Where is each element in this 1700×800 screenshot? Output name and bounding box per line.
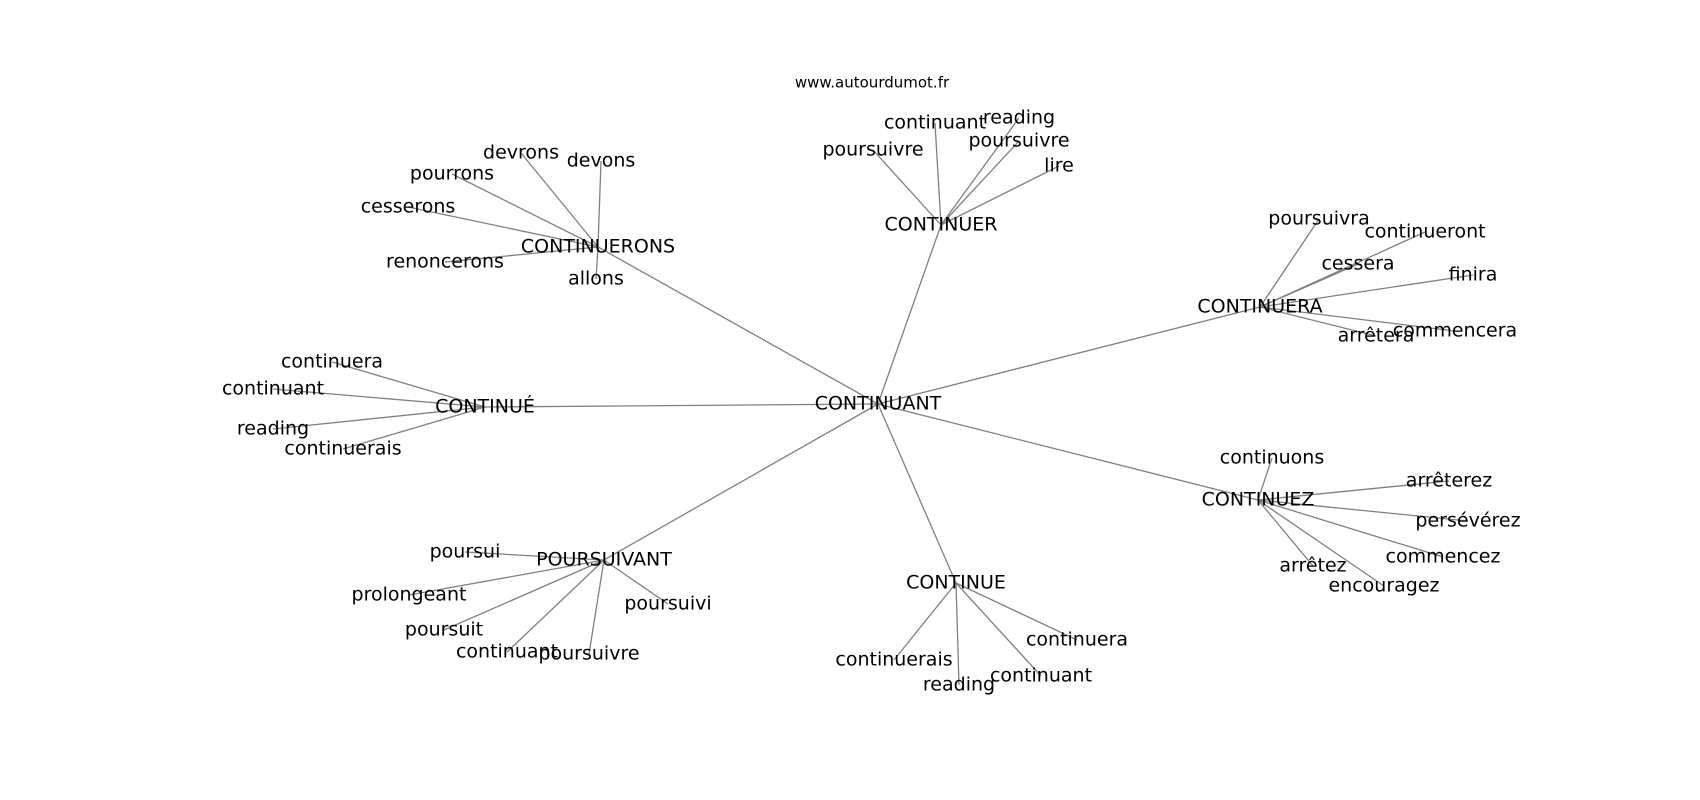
leaf-word[interactable]: reading <box>237 418 309 440</box>
hub-leaf-edge <box>940 165 1060 226</box>
center-hub-edge <box>877 403 1259 501</box>
leaf-word[interactable]: devrons <box>483 142 559 164</box>
leaf-word[interactable]: reading <box>983 107 1055 129</box>
hub-leaf-edge <box>408 559 605 596</box>
hub-leaf-edge <box>1259 218 1320 308</box>
hub-leaf-edge <box>934 122 942 226</box>
hub-leaf-edge <box>597 160 602 248</box>
hub-leaf-edge <box>955 582 1042 677</box>
leaf-word[interactable]: arrêterez <box>1406 470 1492 492</box>
hub-word[interactable]: CONTINUER <box>885 214 998 236</box>
hub-leaf-edge <box>1257 499 1444 558</box>
leaf-word[interactable]: arrêtera <box>1338 325 1415 347</box>
leaf-word[interactable]: commencez <box>1386 546 1501 568</box>
leaf-word[interactable]: continuera <box>1026 629 1128 651</box>
hub-leaf-edge <box>1259 306 1377 337</box>
hub-leaf-edge <box>342 406 486 450</box>
hub-word[interactable]: CONTINUERONS <box>521 236 675 258</box>
hub-leaf-edge <box>1259 263 1359 308</box>
hub-leaf-edge <box>955 582 1078 641</box>
leaf-word[interactable]: encouragez <box>1328 575 1439 597</box>
leaf-word[interactable]: continuant <box>884 112 986 134</box>
hub-leaf-edge <box>520 152 599 248</box>
leaf-word[interactable]: continuerais <box>835 649 952 671</box>
hub-leaf-edge <box>603 559 669 605</box>
hub-leaf-edge <box>1259 274 1474 308</box>
hub-leaf-edge <box>444 246 599 263</box>
hub-leaf-edge <box>595 246 599 280</box>
leaf-word[interactable]: lire <box>1044 155 1074 177</box>
hub-leaf-edge <box>588 559 605 655</box>
hub-leaf-edge <box>464 551 605 561</box>
hub-leaf-edge <box>1259 306 1456 332</box>
center-hub-edge <box>603 403 879 561</box>
center-hub-edge <box>877 224 942 405</box>
leaf-word[interactable]: poursuit <box>405 619 483 641</box>
leaf-word[interactable]: continuons <box>1220 447 1325 469</box>
hub-leaf-edge <box>1257 499 1314 567</box>
hub-leaf-edge <box>1257 457 1273 501</box>
hub-word[interactable]: CONTINUEZ <box>1202 489 1315 511</box>
hub-leaf-edge <box>272 406 486 430</box>
leaf-word[interactable]: continuant <box>222 378 324 400</box>
leaf-word[interactable]: continuerais <box>284 438 401 460</box>
leaf-word[interactable]: continueront <box>1364 221 1485 243</box>
hub-leaf-edge <box>1257 480 1450 501</box>
leaf-word[interactable]: finira <box>1449 264 1498 286</box>
leaf-word[interactable]: poursuivre <box>538 643 639 665</box>
hub-word[interactable]: CONTINUÉ <box>435 395 535 418</box>
leaf-word[interactable]: poursuivre <box>822 139 923 161</box>
leaf-word[interactable]: allons <box>568 268 624 290</box>
hub-word[interactable]: CONTINUE <box>906 572 1006 594</box>
leaf-word[interactable]: arrêtez <box>1279 555 1346 577</box>
hub-word[interactable]: POURSUIVANT <box>536 549 672 571</box>
hub-word[interactable]: CONTINUERA <box>1197 296 1322 318</box>
leaf-word[interactable]: renoncerons <box>386 251 504 273</box>
hub-leaf-edge <box>1257 499 1469 522</box>
leaf-word[interactable]: cessera <box>1321 253 1394 275</box>
hub-leaf-edge <box>331 361 486 408</box>
hub-leaf-edge <box>955 582 960 686</box>
leaf-word[interactable]: continuant <box>990 665 1092 687</box>
site-url: www.autourdumot.fr <box>795 74 950 92</box>
hub-leaf-edge <box>872 149 942 226</box>
center-hub-edge <box>597 246 879 405</box>
leaf-word[interactable]: poursuivre <box>968 130 1069 152</box>
leaf-word[interactable]: continuera <box>281 351 383 373</box>
leaf-word[interactable]: poursui <box>430 541 501 563</box>
leaf-word[interactable]: poursuivi <box>624 593 711 615</box>
leaf-word[interactable]: cesserons <box>361 196 456 218</box>
hub-leaf-edge <box>272 388 486 408</box>
center-word[interactable]: CONTINUANT <box>815 393 942 415</box>
leaf-word[interactable]: commencera <box>1393 320 1517 342</box>
center-hub-edge <box>484 403 879 408</box>
leaf-word[interactable]: devons <box>567 150 636 172</box>
hub-leaf-edge <box>940 140 1020 226</box>
leaf-word[interactable]: continuant <box>456 641 558 663</box>
hub-leaf-edge <box>940 117 1020 226</box>
leaf-word[interactable]: poursuivra <box>1268 208 1369 230</box>
leaf-word[interactable]: persévérez <box>1415 510 1520 532</box>
hub-leaf-edge <box>451 173 599 248</box>
center-hub-edge <box>877 306 1261 405</box>
center-hub-edge <box>877 403 957 584</box>
hub-leaf-edge <box>1257 499 1385 587</box>
leaf-word[interactable]: prolongeant <box>352 584 467 606</box>
leaf-word[interactable]: pourrons <box>410 163 494 185</box>
hub-leaf-edge <box>506 559 605 653</box>
hub-leaf-edge <box>407 206 599 248</box>
hub-leaf-edge <box>443 559 605 631</box>
hub-leaf-edge <box>893 582 957 661</box>
leaf-word[interactable]: reading <box>923 674 995 696</box>
